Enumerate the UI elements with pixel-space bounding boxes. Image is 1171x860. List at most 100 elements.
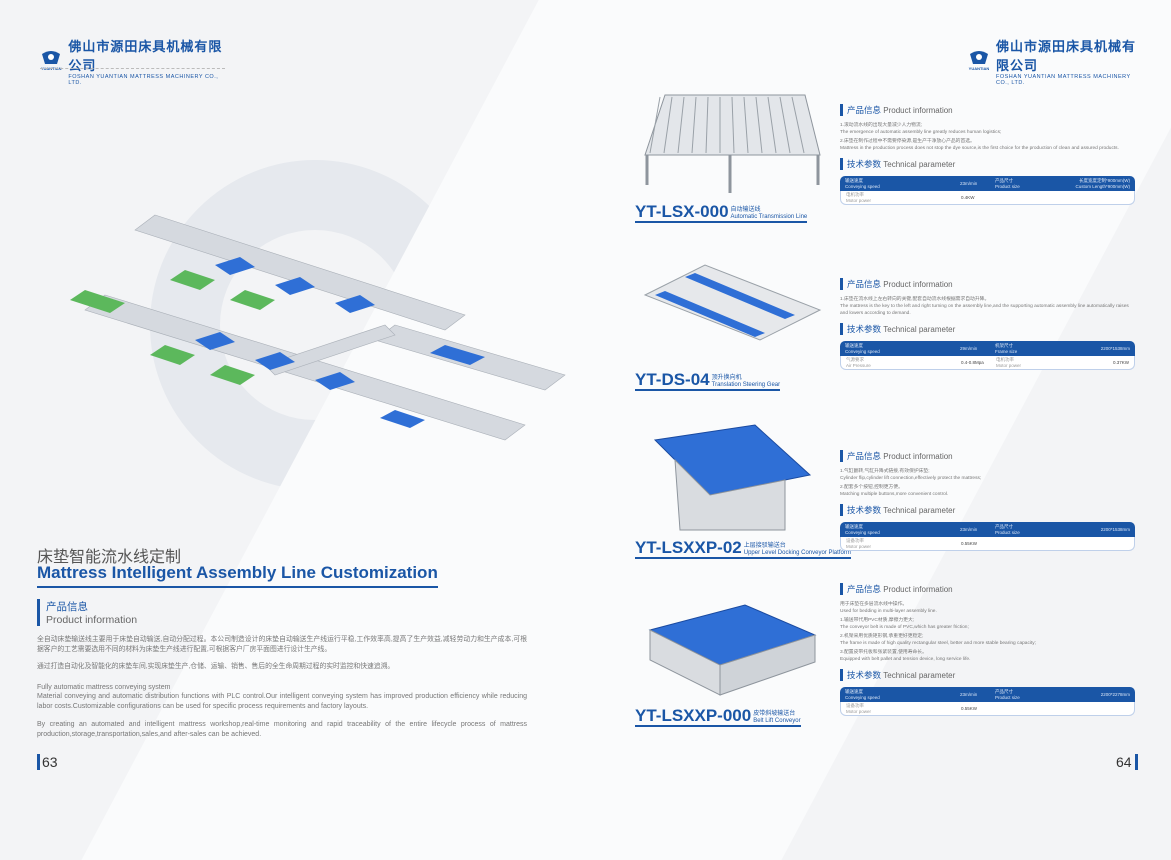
param-value: 2200*1538mm [1100,527,1130,532]
product-name-en: Belt Lift Conveyor [753,717,801,724]
description-line: The emergence of automatic assembly line… [840,130,1002,135]
heading-cn: 产品信息 [847,279,882,289]
heading-en: Product information [883,280,953,289]
param-label-en: Conveying speed [845,184,880,189]
param-label-en: Product size [995,530,1020,535]
param-label-cn: 机架尺寸 [995,343,1013,348]
logo-icon: YUANTIAN [40,48,62,74]
section-title-cn: 产品信息 [46,601,88,613]
left-paragraph-cn-2: 通过打造自动化及智能化的床垫车间,实现床垫生产,仓储、运输、销售、售后的全生命周… [37,663,395,670]
param-label-cn: 产品尺寸 [995,689,1013,694]
heading-cn: 技术参数 [847,670,882,680]
description-line: Cylinder flip,cylinder lift connection,e… [840,476,982,481]
left-title-cn: 床垫智能流水线定制 [37,549,182,566]
left-paragraph-en-2: By creating an automated and intelligent… [37,721,527,738]
product-info-block: 产品信息 Product information 1.床垫在流水线上左右转向的关键… [840,278,1135,370]
product-description: 1.滚动流水线的出现大量减少人力物流; The emergence of auto… [840,122,1135,152]
param-label-cn: 产品尺寸 [995,524,1013,529]
param-value: 23m/min [960,692,978,697]
description-line: Matching multiple buttons,more convenien… [840,492,949,497]
product-name-en: Translation Steering Gear [711,381,781,388]
heading-cn: 产品信息 [847,584,882,594]
param-value: 23m/min [960,181,978,186]
param-value: 0.55KW [961,541,978,546]
param-label-cn: 设备功率 [846,538,864,543]
description-line: 1.床垫在流水线上左右转向的关键,配套自动流水线根据需求自动升降。 [840,297,990,302]
product-model: YT-DS-04 [635,370,710,389]
param-label-cn: 输送速度 [845,343,863,348]
page-number-right: 64 [1116,754,1138,770]
logo-icon: YUANTIAN [968,48,990,74]
heading-cn: 技术参数 [847,159,882,169]
product-name-cn: 自动输送线 [730,207,761,213]
product-name-cn: 上层接驳输送台 [743,543,786,549]
description-line: 用于床垫在多层流水线中操作。 [840,602,908,607]
product-image [635,85,825,200]
product-model: YT-LSXXP-000 [635,706,752,725]
product-info-heading: 产品信息 Product information [840,104,1135,116]
param-value: 2200*1538mm [1100,346,1130,351]
left-paragraph-en-heading: Fully automatic mattress conveying syste… [37,684,171,691]
description-line: 2.床垫在制作过程中不需要停染源,是生产干净放心产品的首选。 [840,139,975,144]
company-name-en: FOSHAN YUANTIAN MATTRESS MACHINERY CO., … [68,74,219,86]
param-label-en: Conveying speed [845,530,880,535]
product-info-heading: 产品信息 Product information [840,450,1135,462]
product-info-block: 产品信息 Product information 1.滚动流水线的出现大量减少人力… [840,104,1135,205]
product-name-en: Automatic Transmission Line [730,213,808,220]
left-title-en: Mattress Intelligent Assembly Line Custo… [37,563,438,588]
param-label-cn: 电机功率 [996,357,1014,362]
param-label-cn: 气源要求 [846,357,864,362]
param-label-en: Product size [995,184,1020,189]
product-description: 1.床垫在流水线上左右转向的关键,配套自动流水线根据需求自动升降。 The mat… [840,296,1135,317]
param-value: 0.4-0.8Mpa [961,360,984,365]
technical-parameter-heading: 技术参数 Technical parameter [840,669,1135,681]
left-paragraph-cn-1: 全自动床垫输送线主要用于床垫自动输送,自动分配过程。本公司制造设计的床垫自动输送… [37,636,527,653]
description-line: Used for bedding in multi-layer assembly… [840,609,937,614]
param-label-en: Conveying speed [845,695,880,700]
product-model: YT-LSXXP-02 [635,538,742,557]
heading-en: Technical parameter [883,325,956,334]
description-line: 1.输送带代用PVC材质,摩擦力更大; [840,618,915,623]
product-image [635,420,825,540]
description-line: 1.滚动流水线的出现大量减少人力物流; [840,123,923,128]
heading-en: Product information [883,585,953,594]
assembly-line-illustration [70,214,566,441]
param-value: 29m/min [960,346,978,351]
heading-en: Technical parameter [883,160,956,169]
description-line: 2.配套多个按钮,控制更方便。 [840,485,903,490]
product-image [635,590,825,705]
description-line: The mattress is the key to the left and … [840,304,1129,316]
heading-cn: 产品信息 [847,451,882,461]
product-description: 用于床垫在多层流水线中操作。 Used for bedding in multi-… [840,601,1135,663]
heading-cn: 技术参数 [847,324,882,334]
description-line: The frame is made of high quality rectan… [840,641,1036,646]
param-label-cn: 电机功率 [846,192,864,197]
description-line: Equipped with belt pallet and tension de… [840,657,971,662]
company-name-cn: 佛山市源田床具机械有限公司 [68,39,223,73]
product-info-heading: 产品信息 Product information [840,583,1135,595]
product-info-block: 产品信息 Product information 用于床垫在多层流水线中操作。 Us… [840,583,1135,716]
param-label-cn: 输送速度 [845,689,863,694]
param-value: 长度宽度定制*900mm(W) Custom Length*900mm(W) [1075,178,1130,189]
description-line: 3.配置皮带托板和张紧装置,使用寿命长。 [840,650,927,655]
product-name-en: Upper Level Docking Conveyor Platform [743,549,851,556]
param-value: 0.4KW [961,195,975,200]
heading-en: Product information [883,452,953,461]
heading-en: Technical parameter [883,671,956,680]
company-name-en: FOSHAN YUANTIAN MATTRESS MACHINERY CO., … [996,74,1131,86]
param-label-cn: 产品尺寸 [995,178,1013,183]
